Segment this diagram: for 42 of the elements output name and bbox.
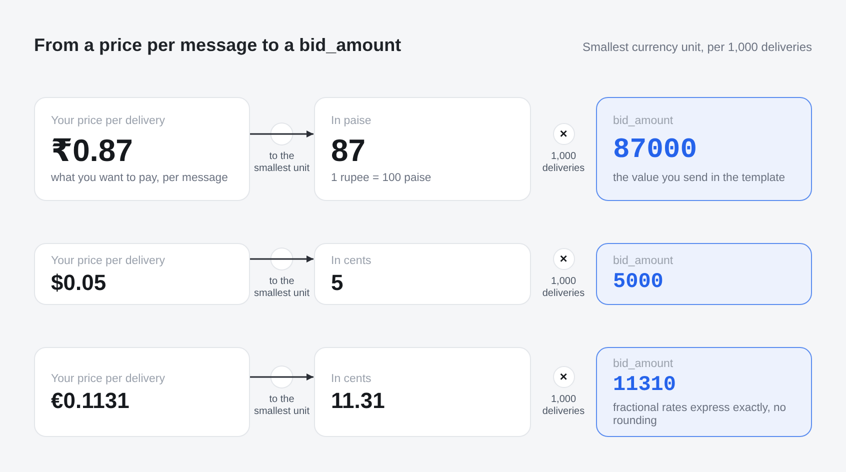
amount-value: 87 bbox=[331, 133, 366, 169]
card-heading: bid_amount bbox=[613, 114, 674, 129]
note-text: fractional rates express exactly, no rounding bbox=[613, 402, 788, 428]
price-card bbox=[34, 97, 250, 201]
title: From a price per message to a bid_amount bbox=[34, 34, 402, 56]
edge-label: to the smallest unit bbox=[252, 394, 311, 418]
price-card bbox=[34, 347, 250, 437]
card-heading: Your price per delivery bbox=[51, 254, 165, 268]
edge-label: to the smallest unit bbox=[252, 276, 311, 300]
bid-card bbox=[596, 97, 812, 201]
amount-value: $0.05 bbox=[51, 270, 106, 296]
amount-value: €0.1131 bbox=[51, 388, 130, 414]
card-heading: In paise bbox=[331, 114, 372, 129]
card-heading: In cents bbox=[331, 254, 372, 268]
edge-label: to the smallest unit bbox=[252, 151, 311, 175]
amount-value: 11.31 bbox=[331, 388, 385, 414]
unit-card bbox=[314, 347, 531, 437]
multiply-sign: × bbox=[552, 366, 574, 388]
note-text: the value you send in the template bbox=[613, 172, 786, 185]
card-heading: bid_amount bbox=[613, 254, 674, 268]
multiply-sign: × bbox=[552, 123, 574, 145]
card-heading: Your price per delivery bbox=[51, 372, 165, 386]
step-label: 1,000 deliveries bbox=[541, 151, 586, 175]
unit-card bbox=[314, 97, 531, 201]
card-heading: Your price per delivery bbox=[51, 114, 165, 129]
amount-value: ₹0.87 bbox=[51, 133, 133, 169]
unit-card bbox=[314, 243, 531, 305]
step-label: 1,000 deliveries bbox=[541, 394, 586, 418]
amount-value: 5000 bbox=[613, 270, 664, 296]
card-heading: In cents bbox=[331, 372, 372, 386]
amount-value: 87000 bbox=[613, 134, 698, 168]
multiply-sign: × bbox=[552, 248, 574, 270]
step-label: 1,000 deliveries bbox=[541, 276, 586, 300]
amount-value: 5 bbox=[331, 270, 344, 296]
bid-card bbox=[596, 347, 812, 437]
price-card bbox=[34, 243, 250, 305]
card-heading: bid_amount bbox=[613, 357, 674, 372]
note-text: 1 rupee = 100 paise bbox=[331, 172, 432, 185]
bid-card bbox=[596, 243, 812, 305]
amount-value: 11310 bbox=[613, 373, 676, 399]
note-text: what you want to pay, per message bbox=[51, 172, 228, 185]
note-text: Smallest currency unit, per 1,000 deliveries bbox=[582, 39, 812, 55]
